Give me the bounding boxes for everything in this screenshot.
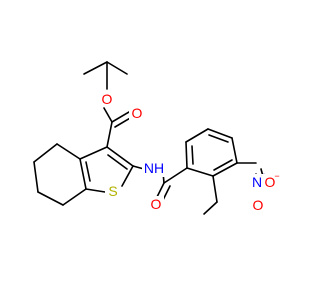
bond-methyl-tail bbox=[203, 201, 218, 215]
nitro-oxygen-top-charge: − bbox=[274, 171, 279, 181]
bond-isopropyl-methyl-right bbox=[106, 61, 128, 75]
bond-benzene-1 bbox=[186, 167, 214, 177]
bond-benzene-2 bbox=[212, 162, 238, 177]
bond-benzene-inner-1 bbox=[191, 145, 194, 165]
nitro-oxygen-top-label: O bbox=[265, 174, 276, 190]
atom-labels: O O NH S O N + O − O bbox=[99, 91, 280, 213]
ester-oxygen-label: O bbox=[102, 91, 113, 107]
bond-ester-oxygen-to-carbonyl bbox=[103, 107, 113, 123]
bond-thiophene-c7a-c3a-double bbox=[85, 161, 91, 182]
bond-cyclohexene-4 bbox=[37, 191, 64, 206]
nitro-nitrogen-label: N bbox=[252, 174, 262, 190]
bond-cyclohexene-5 bbox=[62, 188, 87, 206]
nitro-oxygen-bottom-label: O bbox=[253, 197, 264, 213]
bond-benzene-inner-2 bbox=[213, 159, 233, 171]
bond-thiophene-c3a-c3 bbox=[79, 146, 108, 160]
bond-isopropyl-methyl-left bbox=[83, 61, 108, 75]
bond-cyclohexene-1 bbox=[56, 143, 81, 160]
thiophene-sulfur-label: S bbox=[108, 183, 117, 199]
bond-benzene-6 bbox=[185, 141, 188, 169]
bond-thiophene-c2-sulfur bbox=[121, 165, 134, 187]
bonds bbox=[33, 61, 265, 215]
bond-thiophene-c3-c2 bbox=[106, 146, 134, 167]
bond-thiophene-c3-c2-double bbox=[107, 154, 128, 170]
bond-thiophene-c7a-c3a bbox=[79, 158, 87, 190]
amide-nitrogen-label: NH bbox=[144, 160, 164, 176]
bond-benzene-to-methyl bbox=[212, 175, 218, 203]
bond-cyclohexene-2 bbox=[33, 143, 58, 163]
bond-carbonyl-to-ring bbox=[106, 121, 113, 148]
amide-oxygen-label: O bbox=[151, 196, 162, 212]
bond-thiophene-sulfur-c7a bbox=[85, 188, 106, 193]
bond-benzene-3 bbox=[231, 137, 238, 164]
bond-carbonyl-to-oxygen bbox=[111, 111, 130, 123]
bond-amide-carbonyl-to-oxygen bbox=[156, 182, 165, 198]
bond-benzene-4 bbox=[207, 128, 233, 139]
molecule-structure-diagram: O O NH S O N + O − O bbox=[33, 61, 280, 215]
bond-benzene-5 bbox=[185, 128, 209, 143]
bond-benzene-inner-3 bbox=[208, 134, 229, 143]
bond-amide-carbonyl-to-aryl bbox=[163, 167, 188, 184]
carbonyl-oxygen-label: O bbox=[132, 105, 143, 121]
bond-amide-carbonyl-to-oxygen-double bbox=[162, 185, 171, 201]
bond-cyclohexene-3 bbox=[33, 161, 39, 193]
